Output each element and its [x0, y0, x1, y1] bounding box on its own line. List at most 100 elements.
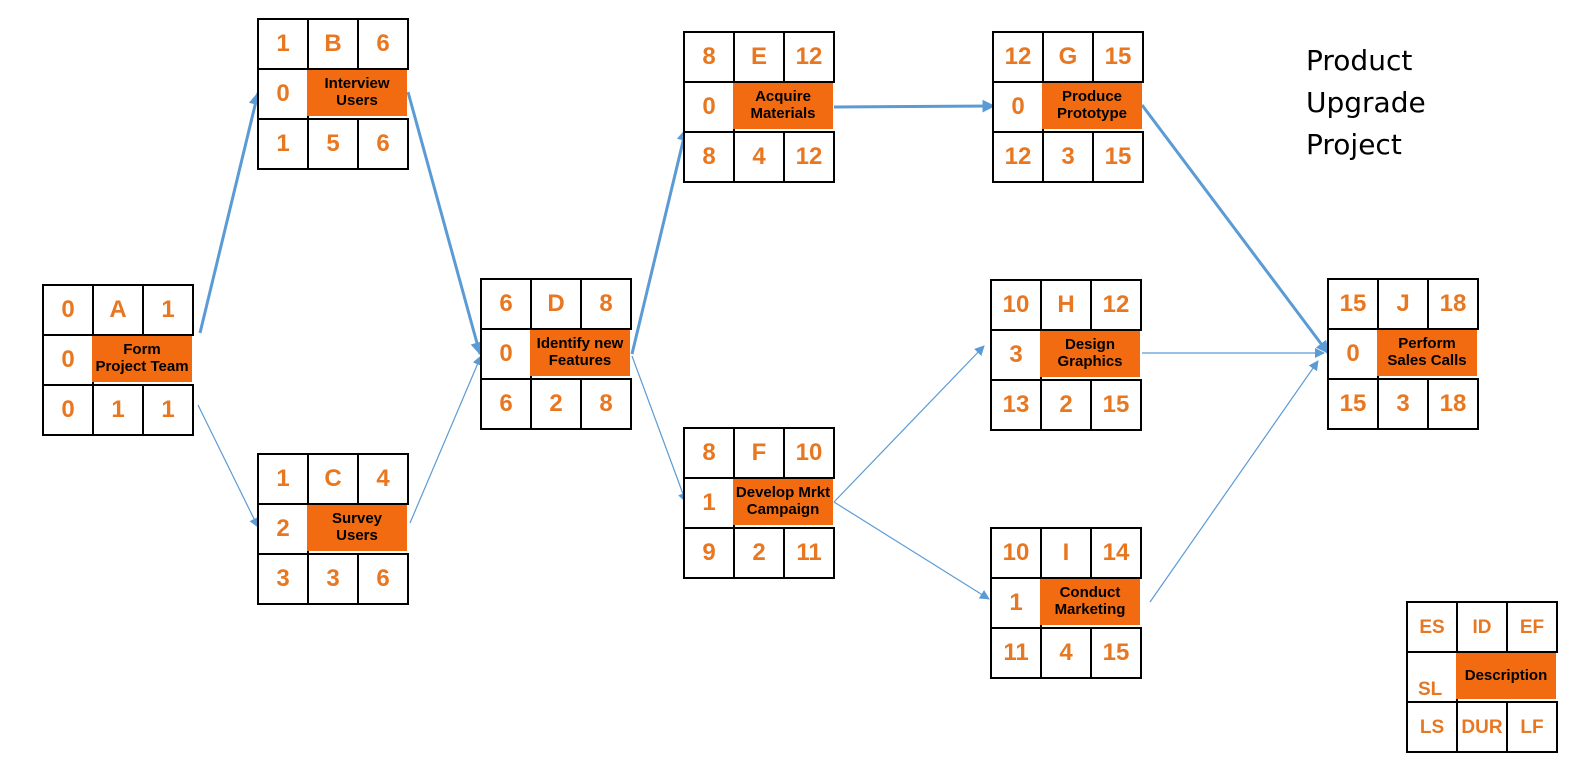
duration: 4 — [1040, 627, 1092, 679]
late-start: 15 — [1327, 378, 1379, 430]
late-finish: 15 — [1092, 131, 1144, 183]
arrow-f-to-h — [833, 345, 985, 503]
duration: 5 — [307, 118, 359, 170]
early-finish: 12 — [783, 31, 835, 83]
duration: 3 — [307, 553, 359, 605]
arrow-f-to-i — [833, 501, 990, 600]
slack: 0 — [480, 328, 532, 380]
project-title: Product Upgrade Project — [1306, 40, 1426, 166]
slack: 0 — [992, 81, 1044, 133]
legend-sl: SL — [1406, 651, 1458, 703]
arrow-g-to-j — [1140, 104, 1330, 355]
legend-id: ID — [1456, 601, 1508, 653]
arrow-d-to-e — [630, 127, 690, 355]
activity-id: F — [733, 427, 785, 479]
title-line-2: Upgrade — [1306, 86, 1426, 119]
early-finish: 18 — [1427, 278, 1479, 330]
legend-ls: LS — [1406, 701, 1458, 753]
activity-id: J — [1377, 278, 1429, 330]
activity-id: B — [307, 18, 359, 70]
early-start: 12 — [992, 31, 1044, 83]
early-finish: 15 — [1092, 31, 1144, 83]
early-finish: 4 — [357, 453, 409, 505]
late-finish: 6 — [357, 553, 409, 605]
late-start: 0 — [42, 384, 94, 436]
arrow-i-to-j — [1149, 360, 1319, 603]
slack: 1 — [990, 577, 1042, 629]
early-start: 1 — [257, 453, 309, 505]
activity-description: Identify new Features — [530, 330, 630, 376]
late-finish: 6 — [357, 118, 409, 170]
late-finish: 1 — [142, 384, 194, 436]
late-start: 11 — [990, 627, 1042, 679]
activity-description: Develop Mrkt Campaign — [733, 479, 833, 525]
arrow-c-to-d — [409, 355, 483, 524]
early-start: 0 — [42, 284, 94, 336]
arrow-a-to-c — [197, 404, 259, 528]
early-finish: 12 — [1090, 279, 1142, 331]
late-finish: 18 — [1427, 378, 1479, 430]
late-finish: 8 — [580, 378, 632, 430]
early-start: 10 — [990, 527, 1042, 579]
late-start: 13 — [990, 379, 1042, 431]
activity-id: I — [1040, 527, 1092, 579]
early-start: 8 — [683, 427, 735, 479]
duration: 3 — [1042, 131, 1094, 183]
activity-description: Acquire Materials — [733, 83, 833, 129]
late-finish: 15 — [1090, 379, 1142, 431]
late-start: 12 — [992, 131, 1044, 183]
slack: 0 — [683, 81, 735, 133]
activity-description: Produce Prototype — [1042, 83, 1142, 129]
activity-id: C — [307, 453, 359, 505]
activity-description: Survey Users — [307, 505, 407, 551]
early-finish: 8 — [580, 278, 632, 330]
slack: 1 — [683, 477, 735, 529]
arrow-e-to-g — [833, 99, 996, 113]
early-start: 6 — [480, 278, 532, 330]
activity-description: Perform Sales Calls — [1377, 330, 1477, 376]
early-start: 1 — [257, 18, 309, 70]
slack: 0 — [257, 68, 309, 120]
legend-lf: LF — [1506, 701, 1558, 753]
late-start: 9 — [683, 527, 735, 579]
slack: 0 — [1327, 328, 1379, 380]
activity-id: G — [1042, 31, 1094, 83]
late-start: 1 — [257, 118, 309, 170]
activity-id: D — [530, 278, 582, 330]
legend-es: ES — [1406, 601, 1458, 653]
arrow-d-to-f — [631, 355, 688, 503]
late-finish: 12 — [783, 131, 835, 183]
slack: 3 — [990, 329, 1042, 381]
arrow-a-to-b — [198, 91, 262, 334]
legend-description: Description — [1456, 653, 1556, 699]
early-finish: 10 — [783, 427, 835, 479]
late-start: 8 — [683, 131, 735, 183]
late-start: 3 — [257, 553, 309, 605]
duration: 4 — [733, 131, 785, 183]
slack: 0 — [42, 334, 94, 386]
duration: 2 — [530, 378, 582, 430]
title-line-3: Project — [1306, 128, 1402, 161]
slack: 2 — [257, 503, 309, 555]
title-line-1: Product — [1306, 44, 1413, 77]
legend-dur: DUR — [1456, 701, 1508, 753]
duration: 3 — [1377, 378, 1429, 430]
late-start: 6 — [480, 378, 532, 430]
early-start: 15 — [1327, 278, 1379, 330]
early-finish: 6 — [357, 18, 409, 70]
activity-id: A — [92, 284, 144, 336]
late-finish: 11 — [783, 527, 835, 579]
early-finish: 1 — [142, 284, 194, 336]
legend-ef: EF — [1506, 601, 1558, 653]
activity-description: Form Project Team — [92, 336, 192, 382]
legend-node: ES ID EF SL Description LS DUR LF — [1406, 601, 1558, 753]
